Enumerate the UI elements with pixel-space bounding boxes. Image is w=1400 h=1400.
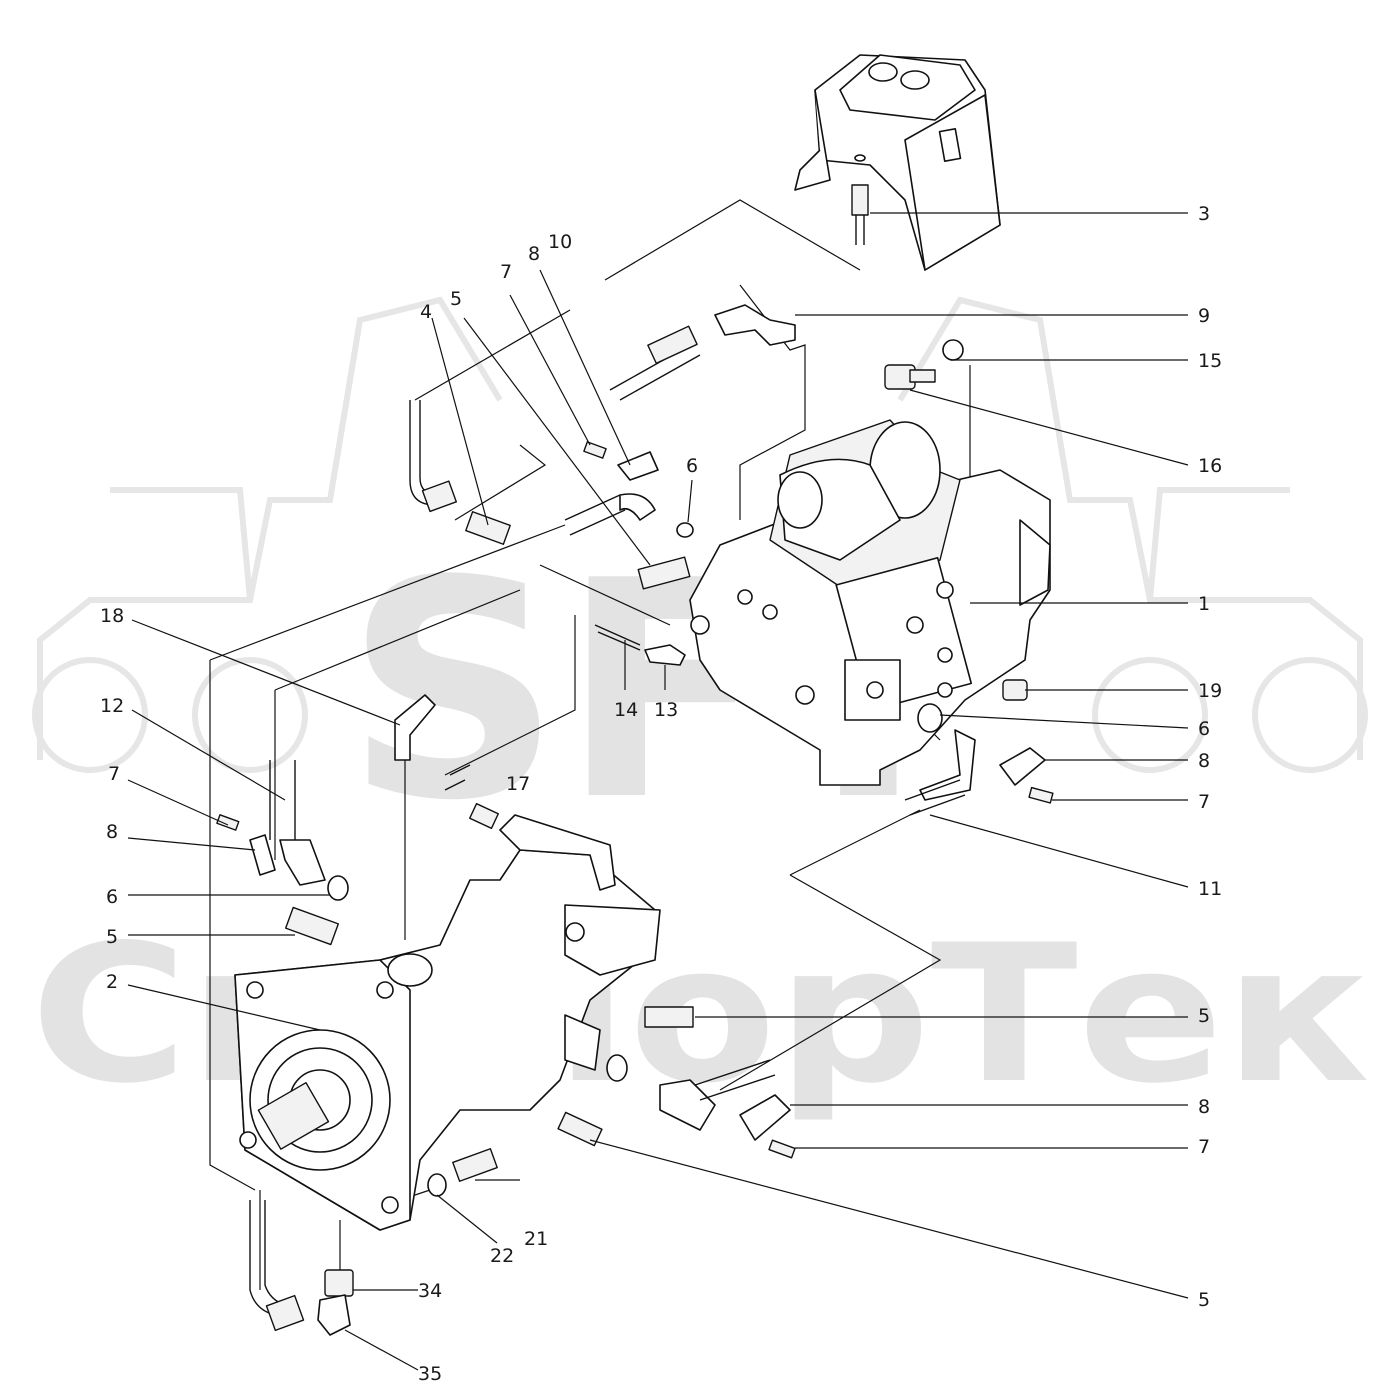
fitting-15-16 [884, 339, 964, 390]
hose-11 [904, 703, 1054, 816]
callout-8: 8 [528, 243, 540, 265]
callout-14: 14 [614, 699, 638, 721]
hydraulic-pump [689, 419, 1051, 786]
watermark-machine-outline [32, 296, 1368, 773]
bolt-21-washer-22 [427, 1148, 498, 1197]
callout-18: 18 [100, 605, 124, 627]
callout-7: 7 [1198, 791, 1210, 813]
callout-8: 8 [1198, 750, 1210, 772]
plug-19 [1002, 679, 1028, 701]
callout-35: 35 [418, 1363, 442, 1385]
callout-5: 5 [106, 926, 118, 948]
hose-13-14 [594, 624, 686, 666]
callout-22: 22 [490, 1245, 514, 1267]
callout-10: 10 [548, 231, 572, 253]
callout-4: 4 [420, 301, 432, 323]
callout-5: 5 [1198, 1289, 1210, 1311]
callout-9: 9 [1198, 305, 1210, 327]
hose-9-10 [609, 304, 796, 401]
hose-17 [444, 764, 499, 830]
clamp-8-upper [583, 441, 659, 481]
callout-7: 7 [108, 763, 120, 785]
callout-11: 11 [1198, 878, 1222, 900]
fitting-5-right [644, 1006, 694, 1028]
elbow-18 [394, 694, 436, 761]
callout-34: 34 [418, 1280, 442, 1302]
callout-7: 7 [1198, 1136, 1210, 1158]
callout-5: 5 [450, 288, 462, 310]
callout-6: 6 [106, 886, 118, 908]
hose-8-lower [606, 1054, 796, 1159]
callout-19: 19 [1198, 680, 1222, 702]
hose-6-upper [564, 493, 694, 538]
hose-12-top [409, 400, 458, 513]
callout-6: 6 [1198, 718, 1210, 740]
callout-1: 1 [1198, 593, 1210, 615]
callout-15: 15 [1198, 350, 1222, 372]
fitting-4 [465, 511, 511, 545]
callout-8: 8 [1198, 1096, 1210, 1118]
fitting-5-left [284, 906, 340, 946]
callout-labels: 3 10 8 7 5 4 9 15 16 6 1 18 14 13 19 6 1… [100, 203, 1222, 1385]
fittings-34-35 [249, 1200, 354, 1336]
leader-lines [127, 212, 1189, 1371]
callout-5: 5 [1198, 1005, 1210, 1027]
watermark: SFT СканорТек [30, 296, 1370, 1125]
callout-6: 6 [686, 455, 698, 477]
callout-16: 16 [1198, 455, 1222, 477]
hydraulic-motor [234, 814, 661, 1231]
callout-3: 3 [1198, 203, 1210, 225]
hose-12-lower [216, 760, 349, 901]
callout-2: 2 [106, 971, 118, 993]
fitting-5-upper [637, 556, 691, 590]
callout-17: 17 [506, 773, 530, 795]
callout-7: 7 [500, 261, 512, 283]
callout-21: 21 [524, 1228, 548, 1250]
callout-8: 8 [106, 821, 118, 843]
callout-13: 13 [654, 699, 678, 721]
cab-console [794, 54, 1001, 271]
callout-12: 12 [100, 695, 124, 717]
fitting-5-bottom [557, 1111, 603, 1147]
